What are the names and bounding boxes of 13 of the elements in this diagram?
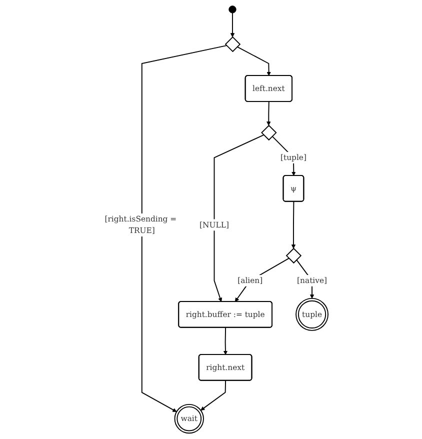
node-circle [228, 6, 236, 14]
arrow [214, 134, 264, 302]
arrow [141, 45, 228, 412]
node-diamond [286, 248, 302, 264]
arrow [291, 201, 296, 249]
arrow [266, 101, 271, 126]
node-diamond [224, 36, 241, 52]
arrow [236, 46, 271, 76]
arrow [223, 327, 228, 355]
arrow [200, 380, 226, 410]
node-diamond [261, 124, 277, 141]
arrow [230, 12, 235, 38]
arrow [234, 258, 290, 302]
